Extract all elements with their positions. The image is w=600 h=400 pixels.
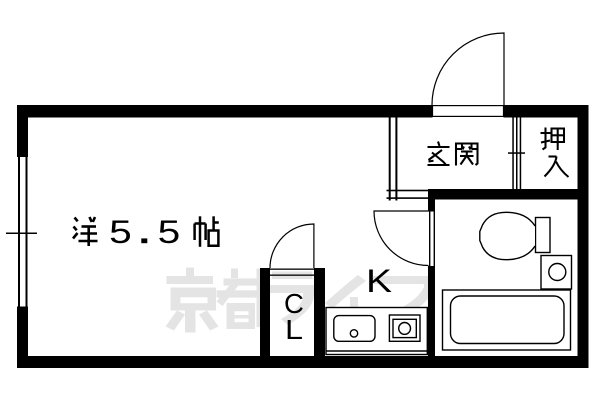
svg-text:5: 5	[158, 214, 181, 250]
svg-text:L: L	[285, 314, 303, 345]
svg-text:5: 5	[109, 214, 132, 250]
svg-text:C: C	[284, 288, 304, 319]
svg-text:K: K	[366, 263, 392, 299]
